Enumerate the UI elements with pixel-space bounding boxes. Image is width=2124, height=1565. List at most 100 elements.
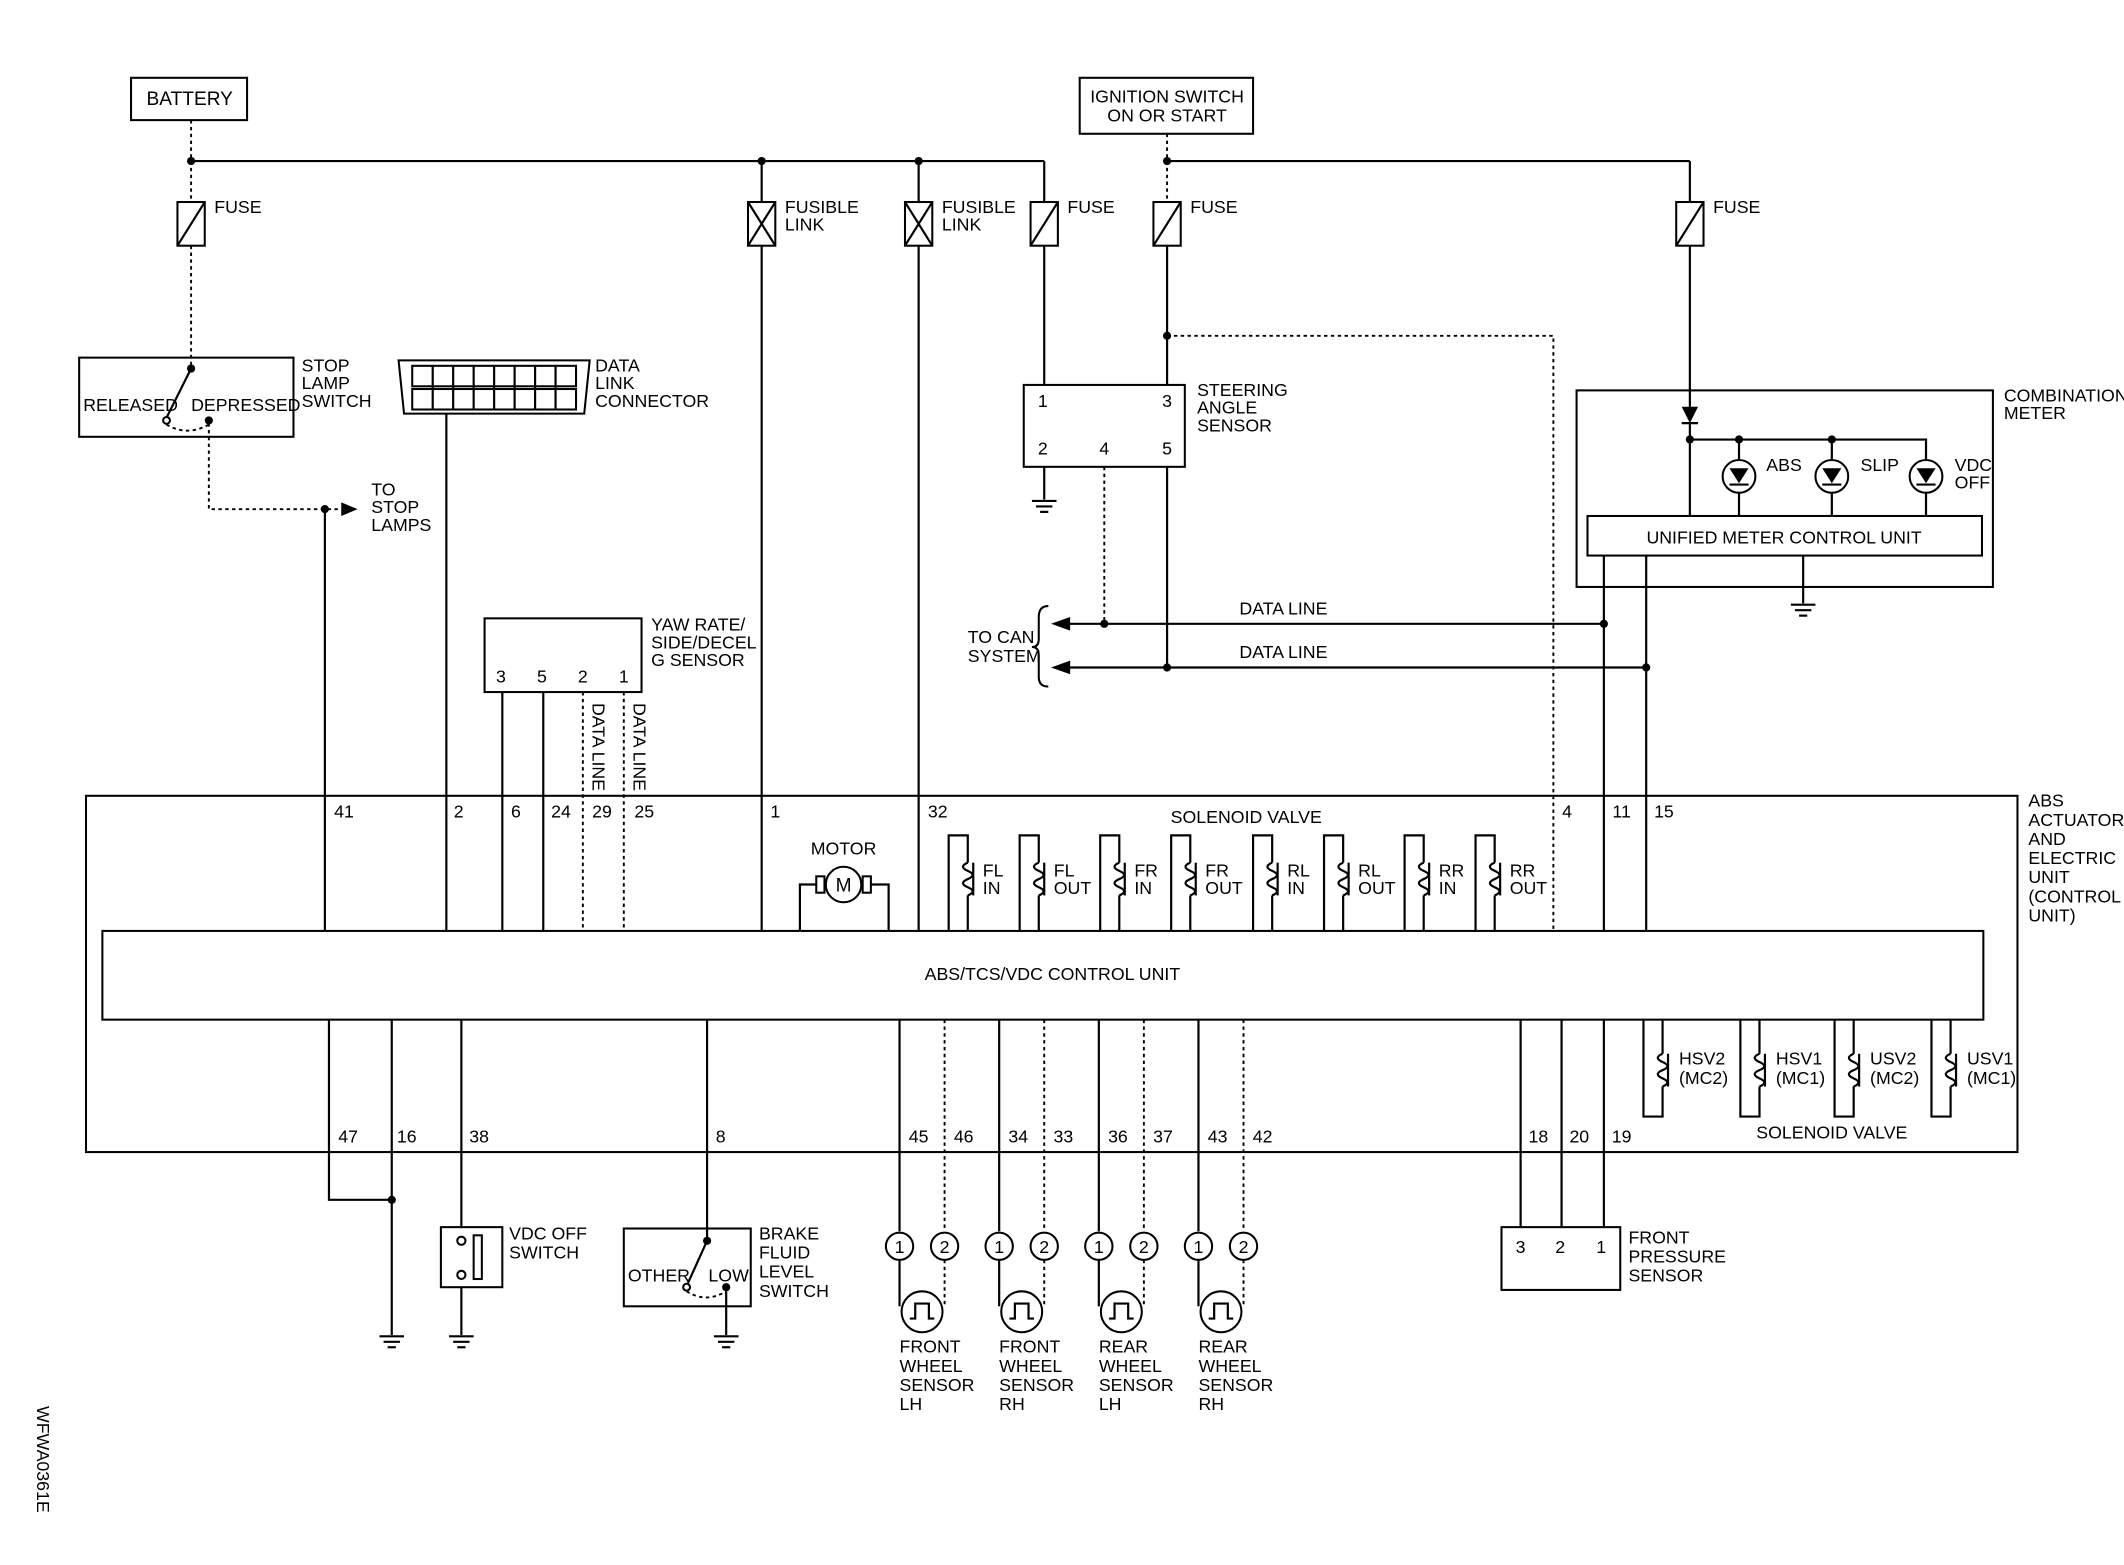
reference-code: WFWA0361E (33, 1406, 53, 1513)
pressure-label-3: SENSOR (1628, 1266, 1703, 1286)
abs-unit-label-3: AND (2028, 829, 2065, 849)
yaw-pin-2: 2 (578, 667, 588, 687)
fusible-link-2: FUSIBLE LINK (903, 161, 1016, 247)
solenoid-valve-label-bottom: SOLENOID VALVE (1756, 1122, 1907, 1142)
stop-switch-label-3: SWITCH (302, 391, 372, 411)
solenoid-valve-usv1: USV1(MC1) (1930, 1019, 2016, 1118)
fuse-label: FUSE (1190, 197, 1237, 217)
wheel-sensor-icon (1099, 1290, 1143, 1334)
pin-15: 15 (1654, 802, 1674, 822)
pin-16: 16 (397, 1127, 417, 1147)
solenoid-coil-icon (1753, 1052, 1767, 1088)
pin-2: 2 (454, 802, 464, 822)
pin-37: 37 (1153, 1127, 1173, 1147)
power-bus (187, 156, 1691, 203)
valve-label-1: RL (1287, 860, 1310, 880)
control-unit-label: ABS/TCS/VDC CONTROL UNIT (925, 964, 1181, 984)
yaw-pin-5: 5 (537, 667, 547, 687)
yaw-label-1: YAW RATE/ (651, 615, 745, 635)
dlc-label-1: DATA (595, 355, 640, 375)
data-link-connector: DATA LINK CONNECTOR (397, 355, 709, 931)
solenoid-coil-icon (1184, 861, 1197, 897)
valve-label-1: RL (1358, 860, 1381, 880)
steer-pin-1: 1 (1038, 391, 1048, 411)
brake-switch-label-3: LEVEL (759, 1262, 814, 1282)
solenoid-coil-icon (1266, 861, 1279, 897)
fusible-label-1: FUSIBLE (785, 197, 859, 217)
abs-unit-label-1: ABS (2028, 791, 2064, 811)
vdc-off-lamp-icon (1908, 458, 1944, 494)
valve-label-2: IN (983, 878, 1001, 898)
sensor-pin-2: 2 (940, 1237, 950, 1257)
sensor-pin-2: 2 (1239, 1237, 1249, 1257)
solenoid-coil-icon (1417, 861, 1431, 897)
ignition-label-1: IGNITION SWITCH (1090, 86, 1244, 106)
solenoid-coil-icon (1656, 1052, 1670, 1088)
solenoid-valve-hsv1: HSV1(MC1) (1739, 1019, 1825, 1118)
to-can-label-1: TO CAN (968, 627, 1035, 647)
valve-label-2: OUT (1510, 878, 1548, 898)
dlc-label-3: CONNECTOR (595, 391, 709, 411)
valve-label-2: IN (1287, 878, 1305, 898)
valve-label-1: RR (1510, 860, 1536, 880)
pin-8: 8 (716, 1127, 726, 1147)
pin-46: 46 (954, 1127, 974, 1147)
brake-fluid-level-switch: OTHER LOW BRAKE FLUID LEVEL SWITCH (622, 1019, 829, 1349)
pressure-pin-2: 2 (1555, 1237, 1565, 1257)
stop-switch-label-2: LAMP (302, 373, 350, 393)
front-pressure-sensor: 3 2 1 FRONT PRESSURE SENSOR (1500, 1019, 1726, 1291)
pin-43: 43 (1208, 1127, 1228, 1147)
slip-indicator-lamp-icon (1814, 458, 1850, 494)
sensor-pin-1: 1 (994, 1237, 1004, 1257)
pin-20: 20 (1569, 1127, 1589, 1147)
valve-label-1: USV2 (1870, 1049, 1916, 1069)
ground-icon (1031, 499, 1057, 513)
valve-label-2: IN (1134, 878, 1152, 898)
valve-label-1: FR (1134, 860, 1158, 880)
can-data-lines: DATA LINE DATA LINE TO CAN SYSTEM (968, 598, 1651, 688)
wheel-sensor-label-3: SENSOR (900, 1375, 975, 1395)
pin-4: 4 (1562, 802, 1572, 822)
depressed-label: DEPRESSED (191, 395, 300, 415)
fuse-battery: FUSE (176, 197, 262, 247)
pin-1: 1 (770, 802, 780, 822)
pin-24: 24 (551, 802, 571, 822)
valve-label-2: (MC2) (1679, 1068, 1728, 1088)
wheel-sensor-label-4: RH (999, 1394, 1025, 1414)
yaw-rate-sensor: 3 5 2 1 YAW RATE/ SIDE/DECEL G SENSOR DA… (483, 615, 757, 931)
to-can-label-2: SYSTEM (968, 646, 1041, 666)
pin-19: 19 (1612, 1127, 1632, 1147)
pin-45: 45 (909, 1127, 929, 1147)
valve-label-2: (MC2) (1870, 1068, 1919, 1088)
ground-icon (449, 1335, 474, 1349)
sensor-pin-1: 1 (1094, 1237, 1104, 1257)
bottom-solenoid-valves: HSV2(MC2)HSV1(MC1)USV2(MC2)USV1(MC1) (1642, 1019, 2016, 1118)
valve-label-1: USV1 (1967, 1049, 2013, 1069)
pin-38: 38 (469, 1127, 489, 1147)
fuse-meter: FUSE (1675, 197, 1761, 247)
yaw-pin-1: 1 (619, 667, 629, 687)
solenoid-valve-label-top: SOLENOID VALVE (1171, 807, 1322, 827)
fusible-label-2: LINK (785, 215, 825, 235)
wheel-sensor-icon (900, 1290, 944, 1334)
pin-33: 33 (1053, 1127, 1073, 1147)
wheel-sensor-label-2: WHEEL (1099, 1356, 1162, 1376)
diode-icon (1681, 406, 1699, 424)
yaw-data-line-1: DATA LINE (588, 703, 608, 791)
abs-unit-label-2: ACTUATOR (2028, 810, 2124, 830)
pin-29: 29 (592, 802, 612, 822)
abs-warning-lamp-icon (1721, 458, 1757, 494)
stop-switch-label-1: STOP (302, 355, 350, 375)
fuse-label: FUSE (1067, 197, 1114, 217)
battery: BATTERY (130, 76, 249, 200)
pressure-pin-1: 1 (1596, 1237, 1606, 1257)
pressure-pin-3: 3 (1516, 1237, 1526, 1257)
